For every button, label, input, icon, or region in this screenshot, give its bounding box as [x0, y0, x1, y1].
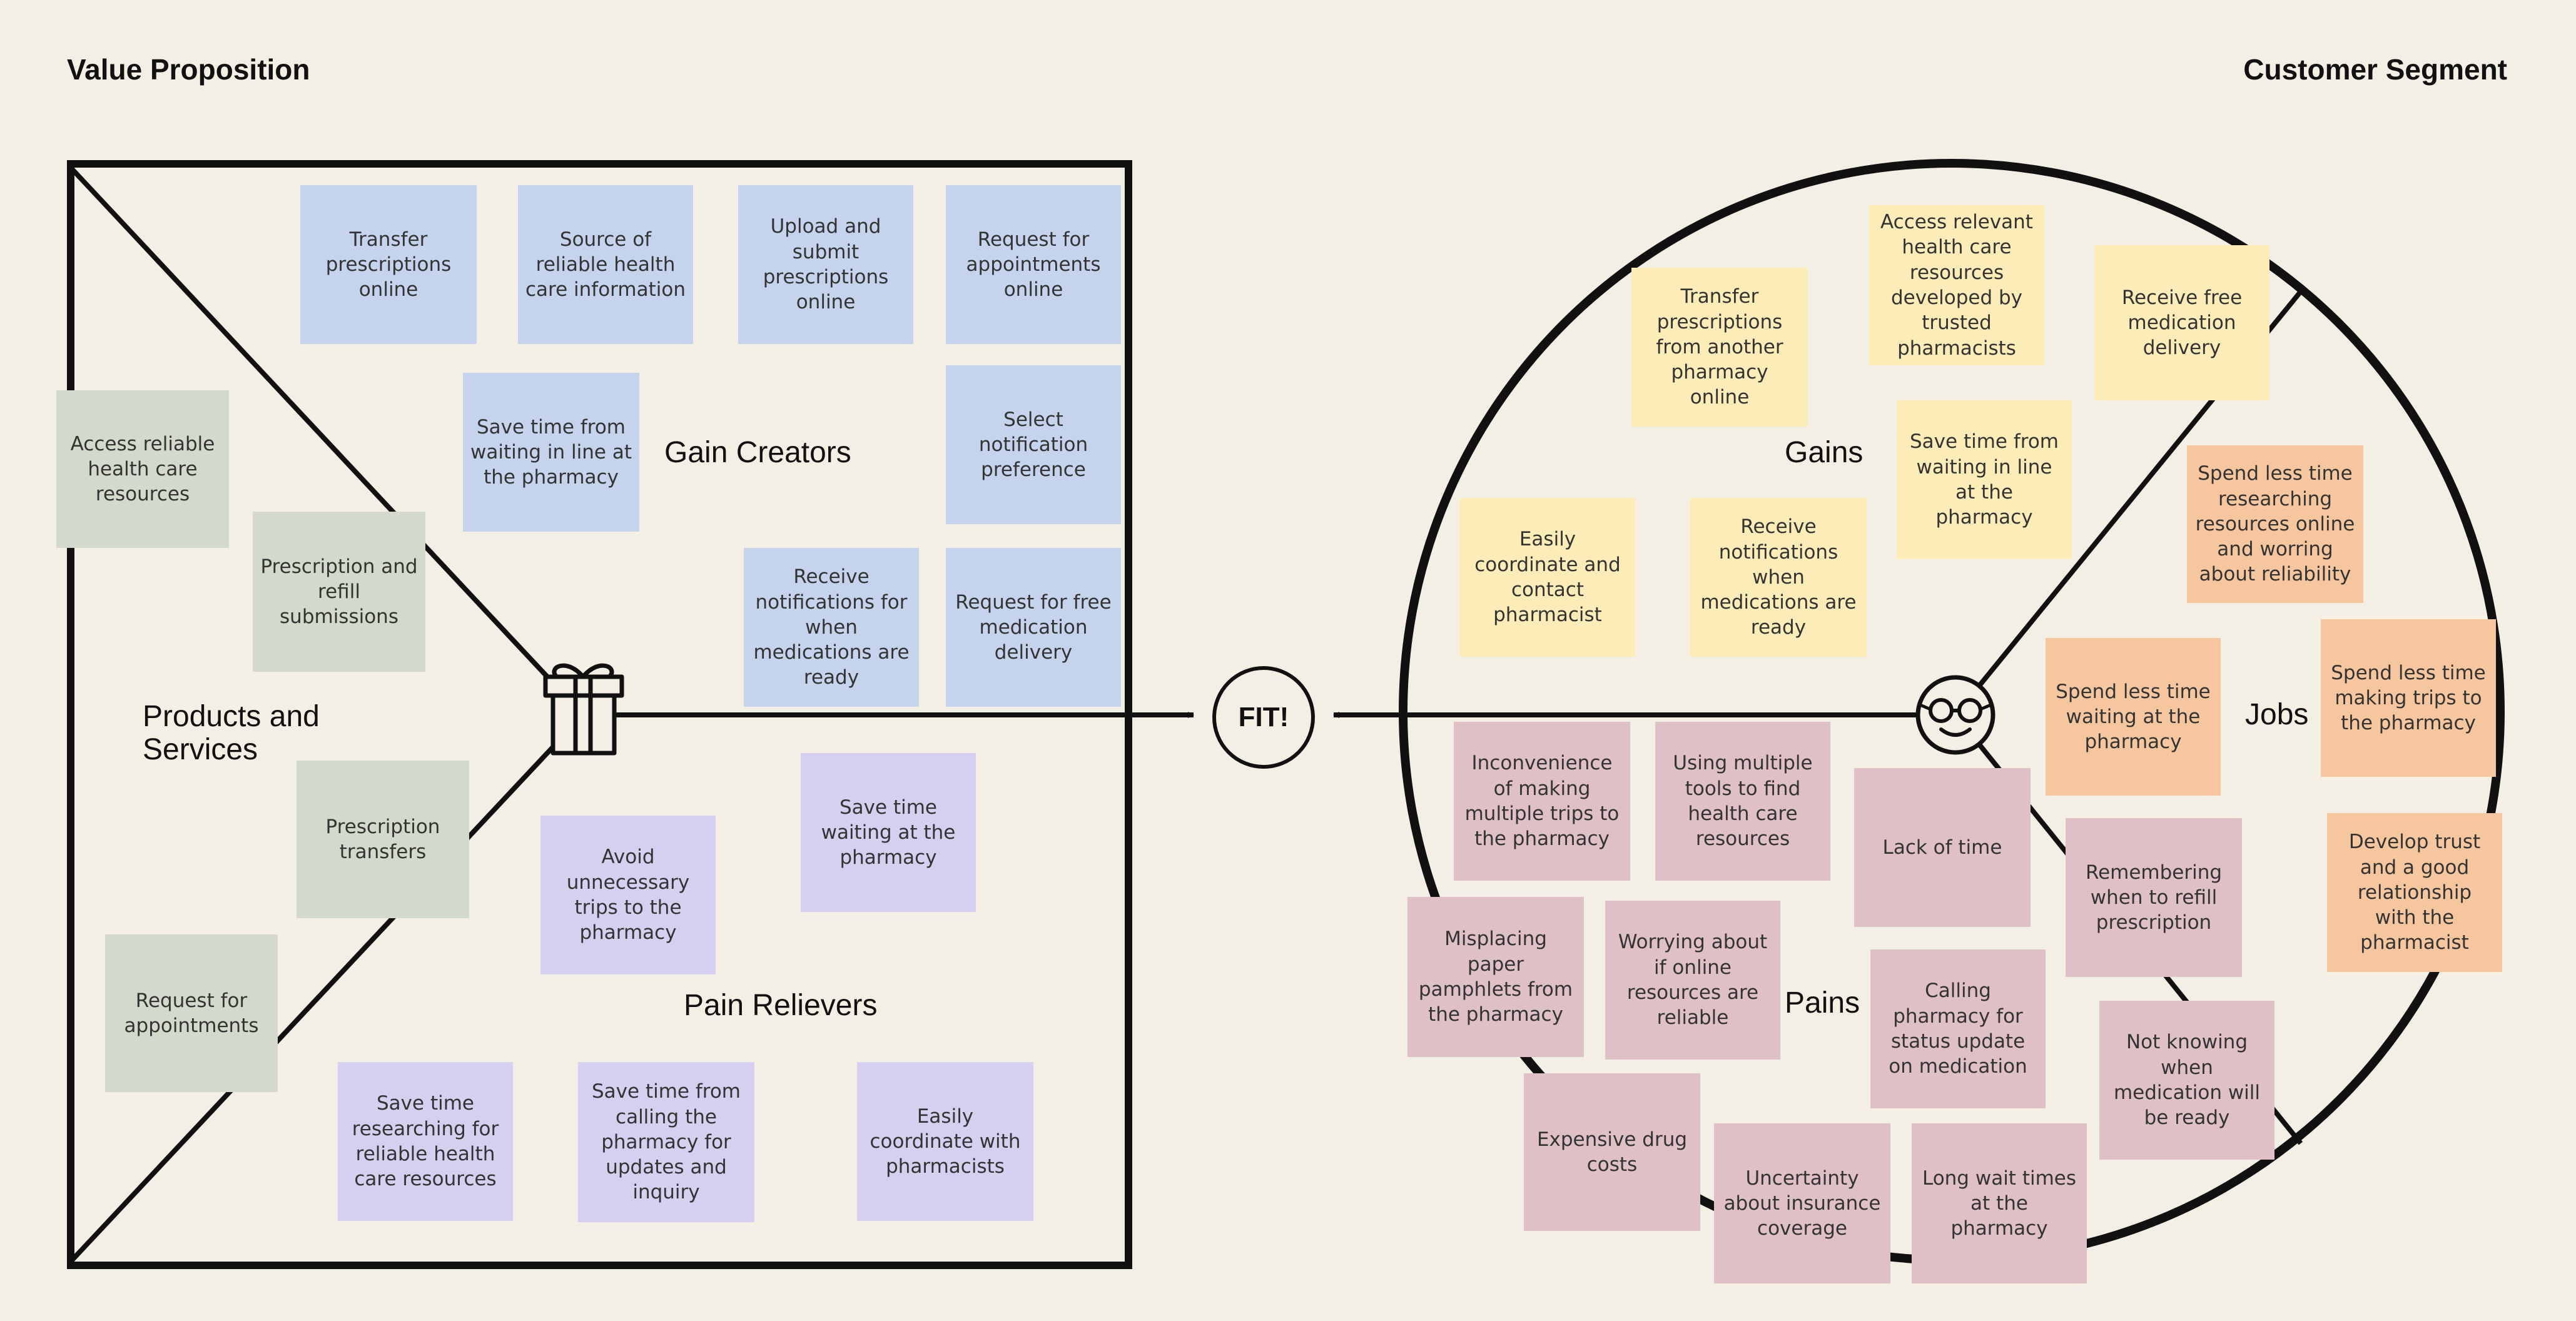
pain-note[interactable]: Remembering when to refill prescription — [2066, 818, 2242, 977]
products-and-services-label: Products and Services — [143, 700, 320, 766]
gain-creator-note[interactable]: Upload and submit prescriptions online — [738, 185, 913, 344]
gain-creator-note[interactable]: Request for appointments online — [946, 185, 1121, 344]
product-service-note[interactable]: Access reliable health care resources — [56, 390, 229, 548]
pain-note[interactable]: Misplacing paper pamphlets from the phar… — [1407, 897, 1584, 1057]
gain-creator-note[interactable]: Transfer prescriptions online — [300, 185, 477, 344]
job-note[interactable]: Develop trust and a good relationship wi… — [2327, 813, 2502, 972]
pain-relievers-label: Pain Relievers — [684, 989, 878, 1022]
pain-reliever-note[interactable]: Save time from calling the pharmacy for … — [578, 1062, 754, 1222]
product-service-note[interactable]: Prescription transfers — [297, 761, 469, 918]
pains-label: Pains — [1785, 986, 1860, 1020]
pain-note[interactable]: Lack of time — [1854, 768, 2031, 927]
gain-creator-note[interactable]: Receive notifications for when medicatio… — [744, 548, 919, 707]
gain-note[interactable]: Receive notifications when medications a… — [1690, 498, 1867, 657]
square-diagonal-upper — [69, 166, 585, 717]
jobs-label: Jobs — [2245, 698, 2309, 731]
gain-creator-note[interactable]: Save time from waiting in line at the ph… — [463, 373, 639, 532]
pain-reliever-note[interactable]: Save time researching for reliable healt… — [338, 1062, 513, 1221]
pain-note[interactable]: Calling pharmacy for status update on me… — [1870, 949, 2046, 1108]
pain-note[interactable]: Worrying about if online resources are r… — [1605, 901, 1780, 1060]
gain-note[interactable]: Transfer prescriptions from another phar… — [1631, 268, 1808, 427]
gain-creator-note[interactable]: Source of reliable health care informati… — [518, 185, 693, 344]
gain-note[interactable]: Receive free medication delivery — [2094, 245, 2269, 400]
glasses-face-icon — [1915, 675, 1995, 755]
gain-note[interactable]: Save time from waiting in line at the ph… — [1897, 400, 2072, 559]
pain-note[interactable]: Not knowing when medication will be read… — [2099, 1001, 2274, 1160]
pain-reliever-note[interactable]: Easily coordinate with pharmacists — [857, 1062, 1033, 1221]
pain-note[interactable]: Inconvenience of making multiple trips t… — [1454, 722, 1630, 881]
gift-icon — [543, 663, 624, 756]
square-diagonal-lower — [69, 713, 585, 1263]
pain-note[interactable]: Expensive drug costs — [1524, 1073, 1700, 1231]
fit-badge: FIT! — [1212, 666, 1315, 769]
pain-reliever-note[interactable]: Save time waiting at the pharmacy — [801, 753, 976, 912]
pain-note[interactable]: Using multiple tools to find health care… — [1655, 722, 1830, 881]
job-note[interactable]: Spend less time researching resources on… — [2187, 445, 2363, 603]
customer-segment-title: Customer Segment — [2243, 53, 2507, 86]
product-service-note[interactable]: Request for appointments — [105, 934, 278, 1092]
gain-creator-note[interactable]: Select notification preference — [946, 365, 1121, 524]
pain-note[interactable]: Long wait times at the pharmacy — [1912, 1123, 2087, 1283]
gain-creators-label: Gain Creators — [664, 436, 851, 469]
gains-label: Gains — [1785, 436, 1864, 469]
pain-reliever-note[interactable]: Avoid unnecessary trips to the pharmacy — [540, 816, 716, 974]
job-note[interactable]: Spend less time making trips to the phar… — [2321, 619, 2496, 777]
job-note[interactable]: Spend less time waiting at the pharmacy — [2046, 638, 2221, 796]
pain-note[interactable]: Uncertainty about insurance coverage — [1714, 1123, 1890, 1283]
product-service-note[interactable]: Prescription and refill submissions — [253, 512, 425, 672]
gain-creator-note[interactable]: Request for free medication delivery — [946, 548, 1121, 707]
gain-note[interactable]: Access relevant health care resources de… — [1869, 205, 2044, 365]
gain-note[interactable]: Easily coordinate and contact pharmacist — [1460, 498, 1635, 657]
value-proposition-title: Value Proposition — [67, 53, 310, 86]
